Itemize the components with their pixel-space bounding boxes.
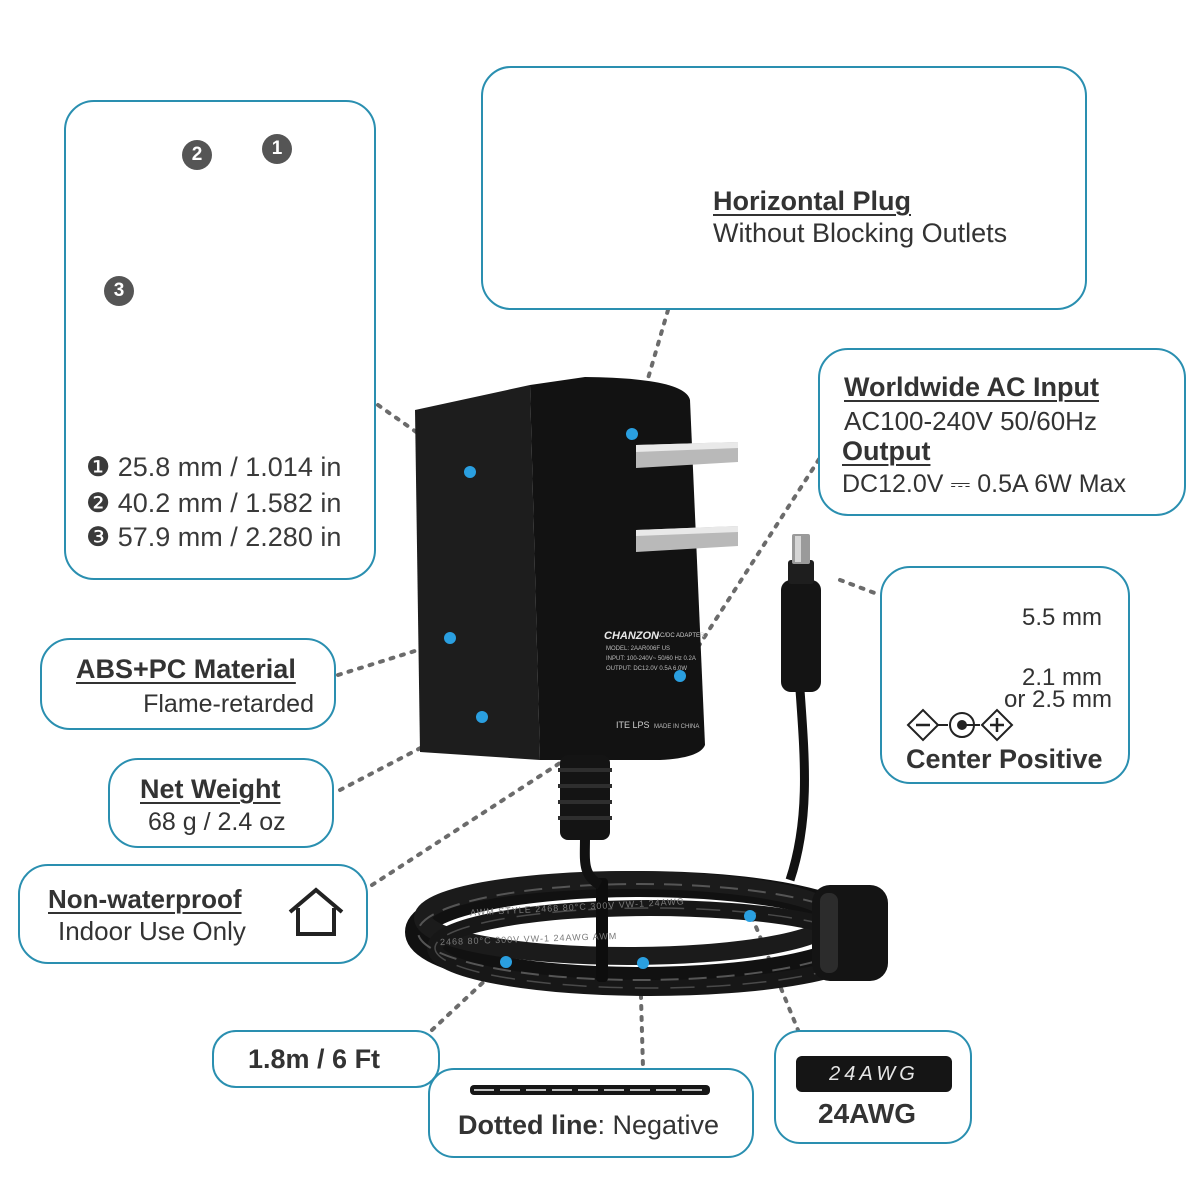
- adapter-ite: ITE LPS: [616, 720, 650, 730]
- adapter-brand: CHANZON: [604, 630, 659, 642]
- dimension-row-2: ❷ 40.2 mm / 1.582 in: [86, 488, 341, 519]
- polarity-line-callout: Dotted line: Negative: [428, 1068, 754, 1158]
- adapter-model: MODEL: 2AAR006F US: [606, 646, 671, 652]
- material-callout: ABS+PC Material Flame-retarded: [40, 638, 336, 730]
- adapter-made: MADE IN CHINA: [654, 724, 700, 730]
- gauge-label: 24AWG: [818, 1098, 917, 1129]
- waterproof-subtitle: Indoor Use Only: [58, 916, 246, 946]
- dimension-label-2: 2: [182, 140, 212, 170]
- dimension-marker-1: ❶: [86, 452, 111, 482]
- dimension-row-1: ❶ 25.8 mm / 1.014 in: [86, 452, 341, 483]
- cable-length-callout: 1.8m / 6 Ft: [212, 1030, 440, 1088]
- power-spec-callout: Worldwide AC Input AC100-240V 50/60Hz Ou…: [818, 348, 1186, 516]
- dimension-value-3: 57.9 mm / 2.280 in: [117, 522, 342, 552]
- connector-callout: 5.5 mm 2.1 mm or 2.5 mm Center Positive: [880, 566, 1130, 784]
- gauge-callout: 24AWG 24AWG: [774, 1030, 972, 1144]
- input-value: AC100-240V 50/60Hz: [844, 406, 1097, 436]
- dimension-row-3: ❸ 57.9 mm / 2.280 in: [86, 522, 341, 553]
- material-subtitle: Flame-retarded: [143, 690, 314, 718]
- cable-length-value: 1.8m / 6 Ft: [248, 1044, 381, 1074]
- connector-outer-diameter: 5.5 mm: [1022, 604, 1103, 631]
- dimension-value-2: 40.2 mm / 1.582 in: [117, 488, 342, 518]
- polarity-label: Center Positive: [906, 744, 1103, 774]
- adapter-input: INPUT: 100-240V~ 50/60 Hz 0.2A: [606, 656, 696, 662]
- adapter-body-illustration: [415, 377, 738, 840]
- polarity-symbol-icon: [906, 708, 1014, 742]
- gauge-print: 24AWG: [796, 1056, 952, 1092]
- output-value: DC12.0V ⎓ 0.5A 6W Max: [842, 470, 1126, 498]
- polarity-line-rest: : Negative: [597, 1110, 720, 1140]
- dimension-label-3: 3: [104, 276, 134, 306]
- house-icon: [288, 887, 344, 936]
- polarity-line-label: Dotted line: Negative: [458, 1110, 719, 1141]
- dimension-label-1: 1: [262, 134, 292, 164]
- connector-inner-diameter-2: or 2.5 mm: [1004, 686, 1113, 713]
- weight-callout: Net Weight 68 g / 2.4 oz: [108, 758, 334, 848]
- weight-value: 68 g / 2.4 oz: [148, 808, 286, 836]
- weight-title: Net Weight: [140, 774, 281, 804]
- input-title: Worldwide AC Input: [844, 372, 1099, 402]
- connector-inner-diameter-1: 2.1 mm: [1022, 664, 1103, 691]
- polarity-line-bold: Dotted line: [458, 1110, 598, 1140]
- cable-sample-illustration: [470, 1085, 710, 1095]
- cable-coil: [405, 871, 888, 996]
- dc-jack-illustration: [781, 534, 821, 692]
- waterproof-callout: Non-waterproof Indoor Use Only: [18, 864, 368, 964]
- output-title: Output: [842, 436, 931, 466]
- marker-dots: [444, 428, 756, 969]
- dimension-marker-2: ❷: [86, 488, 111, 518]
- adapter-output: OUTPUT: DC12.0V 0.5A 6.0W: [606, 666, 688, 672]
- dimension-value-1: 25.8 mm / 1.014 in: [117, 452, 342, 482]
- dimensions-callout: 2 1 3 ❶ 25.8 mm / 1.014 in ❷ 40.2 mm / 1…: [64, 100, 376, 580]
- material-title: ABS+PC Material: [76, 654, 296, 684]
- horizontal-plug-title: Horizontal Plug: [713, 186, 911, 216]
- waterproof-title: Non-waterproof: [48, 884, 242, 914]
- horizontal-plug-callout: Horizontal Plug Without Blocking Outlets: [481, 66, 1087, 310]
- horizontal-plug-subtitle: Without Blocking Outlets: [713, 218, 1008, 248]
- adapter-type: AC/DC ADAPTER: [656, 633, 705, 639]
- leader-lines: [336, 308, 882, 1070]
- dimension-marker-3: ❸: [86, 522, 111, 552]
